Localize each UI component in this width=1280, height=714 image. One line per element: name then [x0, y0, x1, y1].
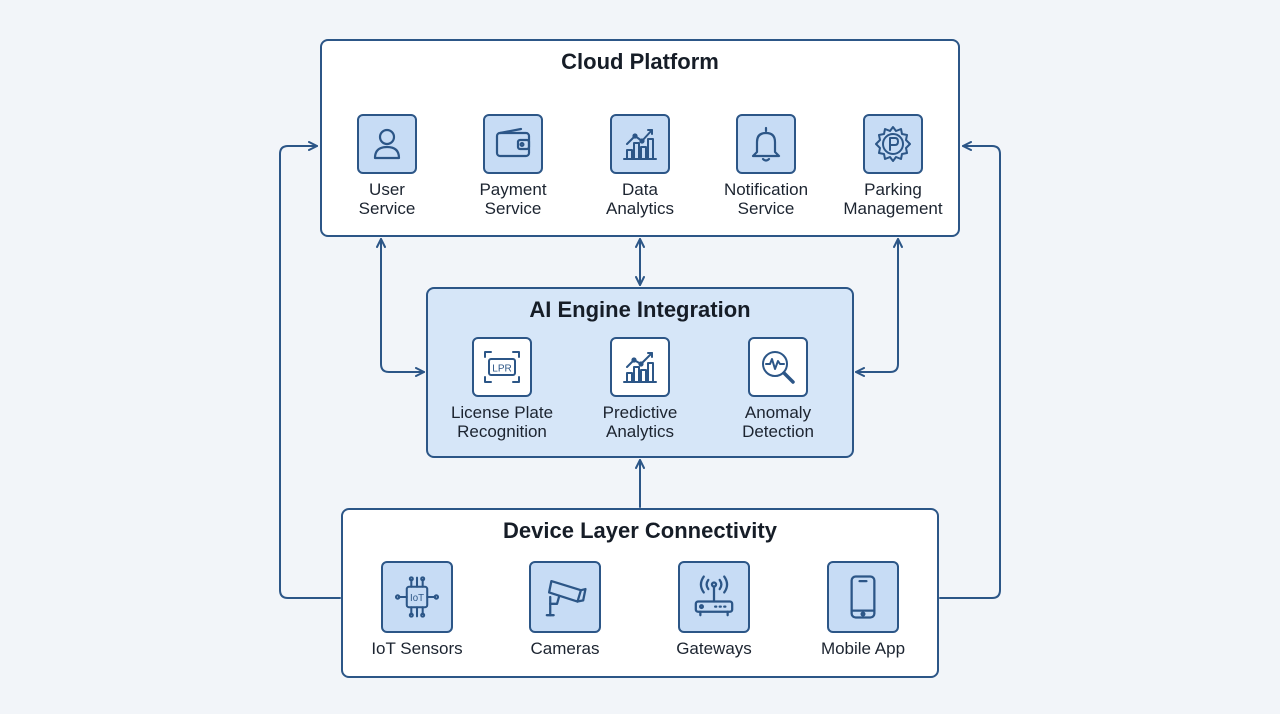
iot-sensors-label: IoT Sensors — [371, 639, 463, 658]
payment-service-node[interactable]: Payment Service — [438, 114, 588, 218]
user-service-label: User Service — [358, 180, 416, 218]
payment-service-label: Payment Service — [479, 180, 547, 218]
user-icon — [357, 114, 417, 174]
device-layer-title: Device Layer Connectivity — [503, 518, 777, 543]
trend-chart-icon — [610, 337, 670, 397]
user-service-node[interactable]: User Service — [312, 114, 462, 218]
bell-icon — [736, 114, 796, 174]
cameras-node[interactable]: Cameras — [490, 561, 640, 658]
notification-service-label: Notification Service — [723, 180, 809, 218]
bar-chart-icon — [610, 114, 670, 174]
cameras-label: Cameras — [530, 639, 600, 658]
data-analytics-label: Data Analytics — [605, 180, 675, 218]
mobile-app-node[interactable]: Mobile App — [788, 561, 938, 658]
anomaly-detection-label: Anomaly Detection — [742, 403, 814, 441]
anomaly-detection-node[interactable]: Anomaly Detection — [703, 337, 853, 441]
gateways-label: Gateways — [676, 639, 752, 658]
gateways-node[interactable]: Gateways — [639, 561, 789, 658]
data-analytics-node[interactable]: Data Analytics — [565, 114, 715, 218]
magnifier-pulse-icon — [748, 337, 808, 397]
parking-management-node[interactable]: Parking Management — [818, 114, 968, 218]
ai-engine-title: AI Engine Integration — [529, 297, 751, 322]
license-plate-recognition-node[interactable]: LPR License Plate Recognition — [427, 337, 577, 441]
iot-sensors-node[interactable]: IoT IoT Sensors — [342, 561, 492, 658]
camera-icon — [529, 561, 601, 633]
router-icon — [678, 561, 750, 633]
notification-service-node[interactable]: Notification Service — [691, 114, 841, 218]
iot-icon-text: IoT — [410, 593, 424, 604]
license-plate-recognition-label: License Plate Recognition — [450, 403, 554, 441]
parking-gear-icon — [863, 114, 923, 174]
lpr-icon: LPR — [472, 337, 532, 397]
arrow-cloud-ai-right — [855, 238, 903, 377]
mobile-app-label: Mobile App — [820, 639, 906, 658]
wallet-icon — [483, 114, 543, 174]
arrow-device-cloud-left — [279, 141, 341, 599]
arrow-cloud-ai-left — [376, 238, 425, 377]
lpr-icon-text: LPR — [492, 364, 511, 375]
arrow-device-cloud-right — [939, 141, 1001, 599]
phone-icon — [827, 561, 899, 633]
cloud-platform-title: Cloud Platform — [561, 49, 719, 74]
iot-chip-icon: IoT — [381, 561, 453, 633]
predictive-analytics-label: Predictive Analytics — [602, 403, 678, 441]
parking-management-label: Parking Management — [843, 180, 943, 218]
predictive-analytics-node[interactable]: Predictive Analytics — [565, 337, 715, 441]
